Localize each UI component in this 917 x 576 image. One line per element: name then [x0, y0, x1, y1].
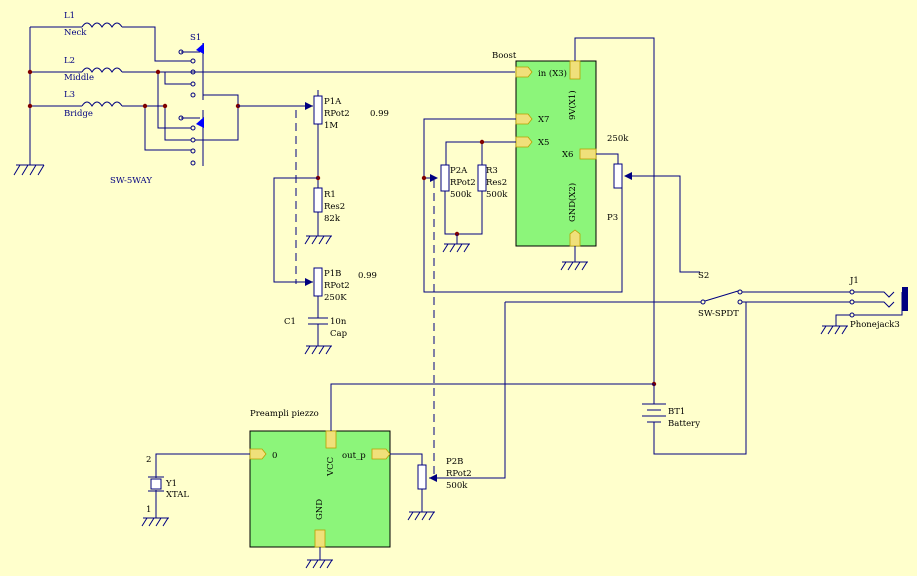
s2-ref: S2 — [698, 271, 709, 281]
crystal-y1[interactable]: 2 1 Y1 XTAL — [141, 453, 250, 527]
preamp-ground — [305, 547, 333, 569]
p1a-type: RPot2 — [324, 109, 350, 119]
preamp-title: Preampli piezzo — [250, 409, 319, 419]
p3-value: 250k — [607, 134, 629, 144]
bt1-ref: BT1 — [668, 407, 685, 417]
preamp-pin-out: out_p — [342, 451, 366, 461]
y1-type: XTAL — [166, 490, 189, 500]
pickup-ground — [13, 27, 45, 176]
p1a-ref: P1A — [324, 97, 342, 107]
c1-type: Cap — [330, 329, 348, 339]
s1-ref: S1 — [190, 33, 201, 43]
pot-p2b[interactable]: P2B RPot2 500k — [390, 302, 506, 521]
p1b-type: RPot2 — [324, 281, 350, 291]
s2-type: SW-SPDT — [698, 309, 739, 319]
p2b-ref: P2B — [446, 457, 463, 467]
preamp-pin-vcc: VCC — [326, 457, 336, 477]
p1b-value: 250K — [324, 293, 347, 303]
supply-9v-wire — [574, 37, 655, 384]
r3-type: Res2 — [486, 178, 507, 188]
j1-type: Phonejack3 — [850, 320, 900, 330]
p1b-ref: P1B — [324, 269, 341, 279]
r3-ref: R3 — [486, 166, 498, 176]
inductor-l2[interactable]: L2 Middle — [30, 56, 200, 83]
boost-ground — [560, 246, 588, 271]
jack-j1[interactable]: J1 Phonejack3 — [746, 276, 908, 335]
p1b-note: 0.99 — [358, 271, 377, 281]
p3-ref: P3 — [607, 213, 618, 223]
l3-ref: L3 — [64, 90, 75, 100]
bt1-type: Battery — [668, 419, 700, 429]
r1-type: Res2 — [324, 202, 345, 212]
p1a-value: 1M — [324, 121, 338, 131]
r3-value: 500k — [486, 190, 508, 200]
pot-p2a[interactable]: P2A RPot2 500k — [421, 118, 623, 293]
p1a-note: 0.99 — [370, 109, 389, 119]
l1-ref: L1 — [64, 11, 75, 21]
p2a-ref: P2A — [450, 166, 468, 176]
boost-pin-x7: X7 — [538, 115, 549, 125]
inductor-l1[interactable]: L1 Neck — [30, 11, 156, 55]
preamp-vcc-wire — [330, 383, 654, 431]
l1-name: Neck — [64, 28, 87, 38]
switch-5way[interactable]: S1 SW-5WAY — [110, 33, 515, 186]
pot-p3[interactable]: 250k P3 — [596, 134, 700, 273]
boost-pin-9v: 9V(X1) — [567, 90, 578, 120]
y1-pin-top: 2 — [146, 455, 151, 465]
boost-sheet[interactable]: Boost in (X3) 9V(X1) X7 X5 X6 GND(X2) — [492, 51, 597, 247]
p2a-type: RPot2 — [450, 178, 476, 188]
capacitor-c1[interactable]: C1 10n Cap — [284, 317, 348, 355]
j1-ref: J1 — [849, 276, 859, 286]
c1-ref: C1 — [284, 317, 296, 327]
r1-ref: R1 — [324, 190, 336, 200]
s1-type: SW-5WAY — [110, 176, 152, 186]
resistor-r3[interactable]: R3 Res2 500k — [477, 139, 508, 200]
l3-name: Bridge — [64, 109, 93, 119]
y1-ref: Y1 — [165, 479, 177, 489]
preamp-sheet[interactable]: Preampli piezzo 0 VCC out_p GND — [249, 409, 391, 548]
y1-pin-bottom: 1 — [146, 505, 151, 515]
preamp-pin-in: 0 — [272, 451, 277, 461]
boost-pin-in: in (X3) — [538, 68, 567, 79]
boost-title: Boost — [492, 51, 517, 61]
p2b-value: 500k — [446, 481, 468, 491]
battery-bt1[interactable]: BT1 Battery — [642, 302, 747, 455]
preamp-pin-gnd: GND — [315, 499, 325, 520]
l2-name: Middle — [64, 73, 94, 83]
l2-ref: L2 — [64, 56, 75, 66]
boost-pin-x5: X5 — [538, 138, 549, 148]
boost-pin-gnd: GND(X2) — [567, 183, 578, 222]
resistor-r1[interactable]: R1 Res2 82k — [304, 175, 345, 245]
p2b-type: RPot2 — [446, 469, 472, 479]
c1-value: 10n — [330, 317, 347, 327]
switch-s2[interactable]: S2 SW-SPDT — [505, 271, 850, 319]
p2a-value: 500k — [450, 190, 472, 200]
r1-value: 82k — [324, 214, 341, 224]
boost-pin-x6: X6 — [562, 150, 573, 160]
pot-p1a[interactable]: P1A RPot2 1M 0.99 — [238, 90, 389, 178]
